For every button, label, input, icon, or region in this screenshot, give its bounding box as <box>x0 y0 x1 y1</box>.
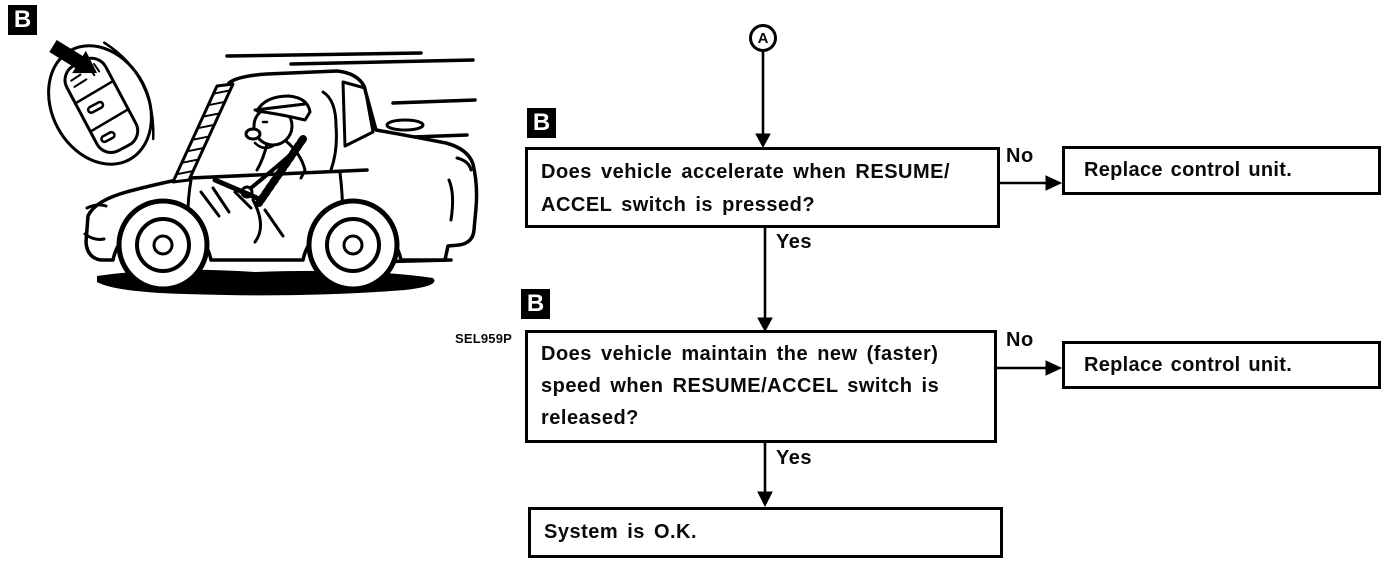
question-box-1: Does vehicle accelerate when RESUME/ ACC… <box>525 147 1000 228</box>
step2-marker-badge: B <box>521 289 550 319</box>
question-1-line-2: ACCEL switch is pressed? <box>541 194 816 216</box>
question-box-2: Does vehicle maintain the new (faster) s… <box>525 330 997 443</box>
image-code-caption: SEL959P <box>454 331 512 346</box>
action-box-1: Replace control unit. <box>1062 146 1381 195</box>
question-2-line-2: speed when RESUME/ACCEL switch is <box>541 375 940 397</box>
no-label-1: No <box>1006 145 1034 167</box>
car-illustration <box>5 40 495 296</box>
question-2-line-1: Does vehicle maintain the new (faster) <box>541 343 939 365</box>
result-box: System is O.K. <box>528 507 1003 558</box>
yes-label-1: Yes <box>776 231 812 253</box>
action-1-text: Replace control unit. <box>1084 159 1293 181</box>
rear-window <box>343 82 373 146</box>
page-marker-badge: B <box>8 5 37 35</box>
action-2-text: Replace control unit. <box>1084 353 1293 376</box>
question-1-line-1: Does vehicle accelerate when RESUME/ <box>541 161 951 183</box>
question-2-line-3: released? <box>541 407 639 429</box>
arrowhead-right-2 <box>1046 361 1061 375</box>
steering-wheel <box>215 180 257 198</box>
front-wheel <box>119 201 207 289</box>
no-label-2: No <box>1006 329 1034 351</box>
cruise-switch-illustration <box>29 40 172 182</box>
seat-belt <box>259 139 303 203</box>
switch-pointer-arrow-icon <box>49 40 97 74</box>
arrowhead-right-1 <box>1046 176 1061 190</box>
result-text: System is O.K. <box>544 521 698 543</box>
driver-figure <box>201 92 336 242</box>
arrowhead-down-3 <box>758 492 772 506</box>
arrowhead-down-1 <box>756 134 770 147</box>
step1-marker-badge: B <box>527 108 556 138</box>
action-box-2: Replace control unit. <box>1062 341 1381 389</box>
windshield-hatched-pillar <box>173 84 233 182</box>
entry-connector-a: A <box>749 24 777 52</box>
yes-label-2: Yes <box>776 447 812 469</box>
rear-wheel <box>309 201 397 289</box>
